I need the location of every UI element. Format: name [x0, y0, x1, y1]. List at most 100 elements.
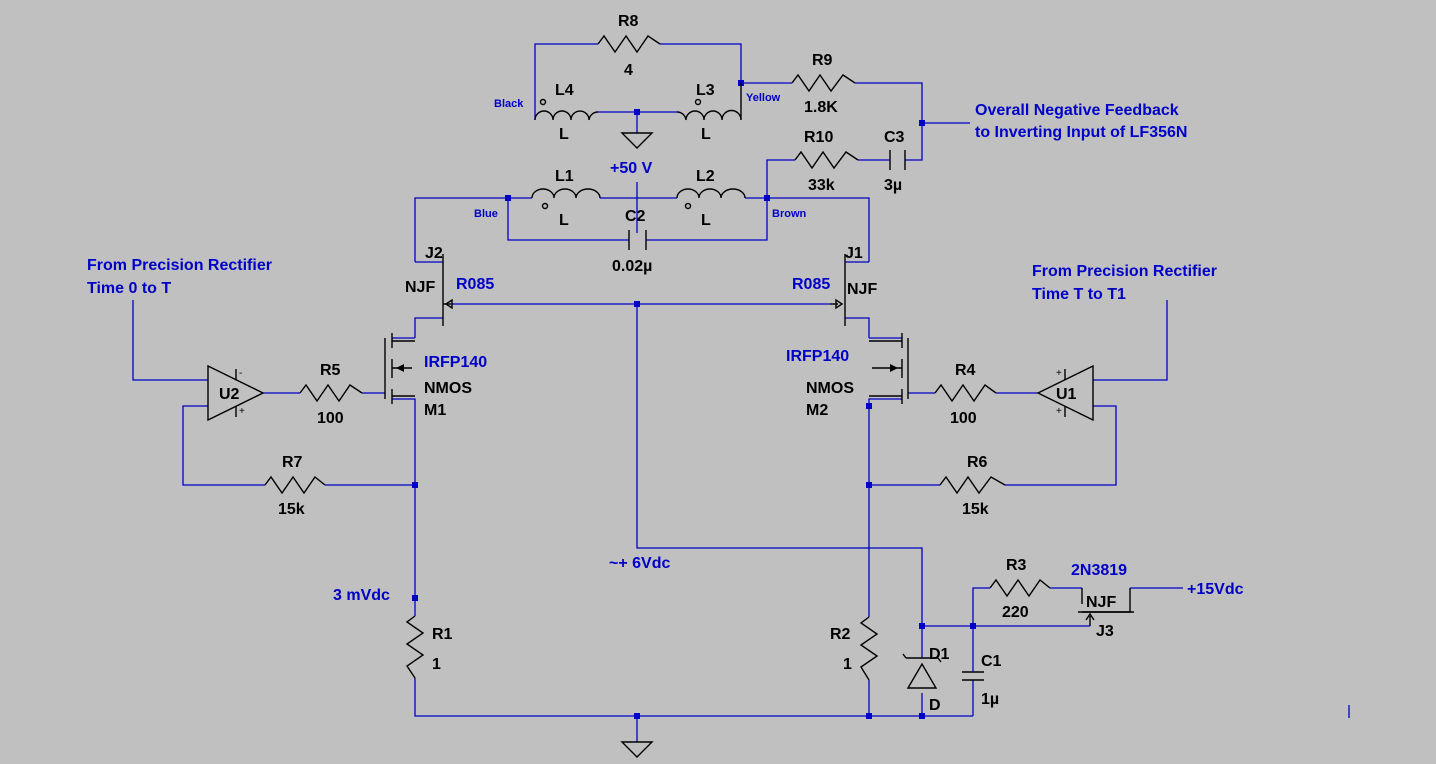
left-input-label-line2: Time 0 to T [87, 280, 171, 297]
l1-ref: L1 [555, 168, 574, 185]
sense-3mv-label: 3 mVdc [333, 587, 390, 604]
mosfet-m1 [384, 333, 415, 404]
resistor-r4 [934, 383, 997, 403]
inductor-l4 [534, 98, 599, 121]
j1-type: NJF [847, 281, 877, 298]
r6-ref: R6 [967, 454, 988, 471]
r1-ref: R1 [432, 626, 453, 643]
u1-ref: U1 [1056, 386, 1077, 403]
resistor-r5 [299, 383, 363, 403]
wire-brown-label: Brown [772, 208, 807, 220]
opamp-u1 [1036, 364, 1094, 422]
j3-model: 2N3819 [1071, 562, 1127, 579]
r9-value: 1.8K [804, 99, 838, 116]
r10-value: 33k [808, 177, 835, 194]
resistor-r3 [989, 578, 1051, 598]
left-input-label-line1: From Precision Rectifier [87, 257, 272, 274]
u2-plus-pin: + [239, 406, 245, 417]
r3-value: 220 [1002, 604, 1029, 621]
c3-value: 3µ [884, 177, 902, 194]
j2-type: NJF [405, 279, 435, 296]
m2-model: IRFP140 [786, 348, 849, 365]
j1-model: R085 [792, 276, 830, 293]
resistor-r7 [264, 475, 326, 495]
u1-plus-pin-bottom: + [1056, 406, 1062, 417]
u2-ref: U2 [219, 386, 240, 403]
right-input-label-line2: Time T to T1 [1032, 286, 1126, 303]
j3-type: NJF [1086, 594, 1116, 611]
r4-value: 100 [950, 410, 977, 427]
r10-ref: R10 [804, 129, 833, 146]
resistor-r2 [859, 616, 879, 681]
resistor-r9 [791, 73, 856, 93]
r3-ref: R3 [1006, 557, 1027, 574]
l4-ref: L4 [555, 82, 574, 99]
d1-value: D [929, 697, 941, 714]
u2-minus-pin: - [239, 368, 242, 379]
resistor-r10 [794, 150, 859, 170]
supply-15v-label: +15Vdc [1187, 581, 1244, 598]
c2-ref: C2 [625, 208, 646, 225]
c1-value: 1µ [981, 691, 999, 708]
l2-ref: L2 [696, 168, 715, 185]
c3-ref: C3 [884, 129, 905, 146]
m2-type: NMOS [806, 380, 854, 397]
l3-ref: L3 [696, 82, 715, 99]
r7-value: 15k [278, 501, 305, 518]
r4-ref: R4 [955, 362, 976, 379]
mosfet-m2 [869, 333, 909, 404]
r8-ref: R8 [618, 13, 639, 30]
r8-value: 4 [624, 62, 633, 79]
l4-value: L [559, 126, 569, 143]
capacitor-c2 [628, 230, 647, 250]
wires [132, 43, 1350, 742]
u1-plus-pin-top: + [1056, 368, 1062, 379]
jfet-j1 [830, 254, 846, 326]
wire-yellow-label: Yellow [746, 92, 781, 104]
r9-ref: R9 [812, 52, 833, 69]
l1-value: L [559, 212, 569, 229]
m1-model: IRFP140 [424, 354, 487, 371]
r5-value: 100 [317, 410, 344, 427]
r6-value: 15k [962, 501, 989, 518]
d1-ref: D1 [929, 646, 950, 663]
inductor-l1 [531, 188, 601, 210]
zener-diode-d1 [902, 653, 942, 689]
feedback-label-line2: to Inverting Input of LF356N [975, 124, 1187, 141]
j3-ref: J3 [1096, 623, 1114, 640]
jfet-j2 [442, 254, 453, 326]
r7-ref: R7 [282, 454, 303, 471]
wire-blue-label: Blue [474, 208, 498, 220]
j2-ref: J2 [425, 245, 443, 262]
l2-value: L [701, 212, 711, 229]
r1-value: 1 [432, 656, 441, 673]
m1-ref: M1 [424, 402, 446, 419]
supply-50v-label: +50 V [610, 160, 653, 177]
r2-value: 1 [843, 656, 852, 673]
jfet-j3 [1078, 588, 1134, 626]
inductor-l3 [676, 83, 742, 121]
capacitor-c1 [962, 658, 984, 681]
r5-ref: R5 [320, 362, 341, 379]
j2-model: R085 [456, 276, 494, 293]
ground-symbol-bottom [620, 741, 654, 758]
ground-symbol-top [620, 132, 654, 149]
bias-6v-label: ~+ 6Vdc [609, 555, 670, 572]
capacitor-c3 [889, 150, 906, 170]
resistor-r6 [939, 475, 1006, 495]
junction-dots [412, 80, 976, 719]
c1-ref: C1 [981, 653, 1002, 670]
resistor-r8 [597, 34, 661, 54]
right-input-label-line1: From Precision Rectifier [1032, 263, 1217, 280]
j1-ref: J1 [845, 245, 863, 262]
m1-type: NMOS [424, 380, 472, 397]
resistor-r1 [405, 615, 425, 679]
c2-value: 0.02µ [612, 258, 652, 275]
inductor-l2 [676, 188, 746, 210]
m2-ref: M2 [806, 402, 828, 419]
r2-ref: R2 [830, 626, 851, 643]
feedback-label-line1: Overall Negative Feedback [975, 102, 1179, 119]
opamp-u2 [207, 364, 265, 422]
l3-value: L [701, 126, 711, 143]
